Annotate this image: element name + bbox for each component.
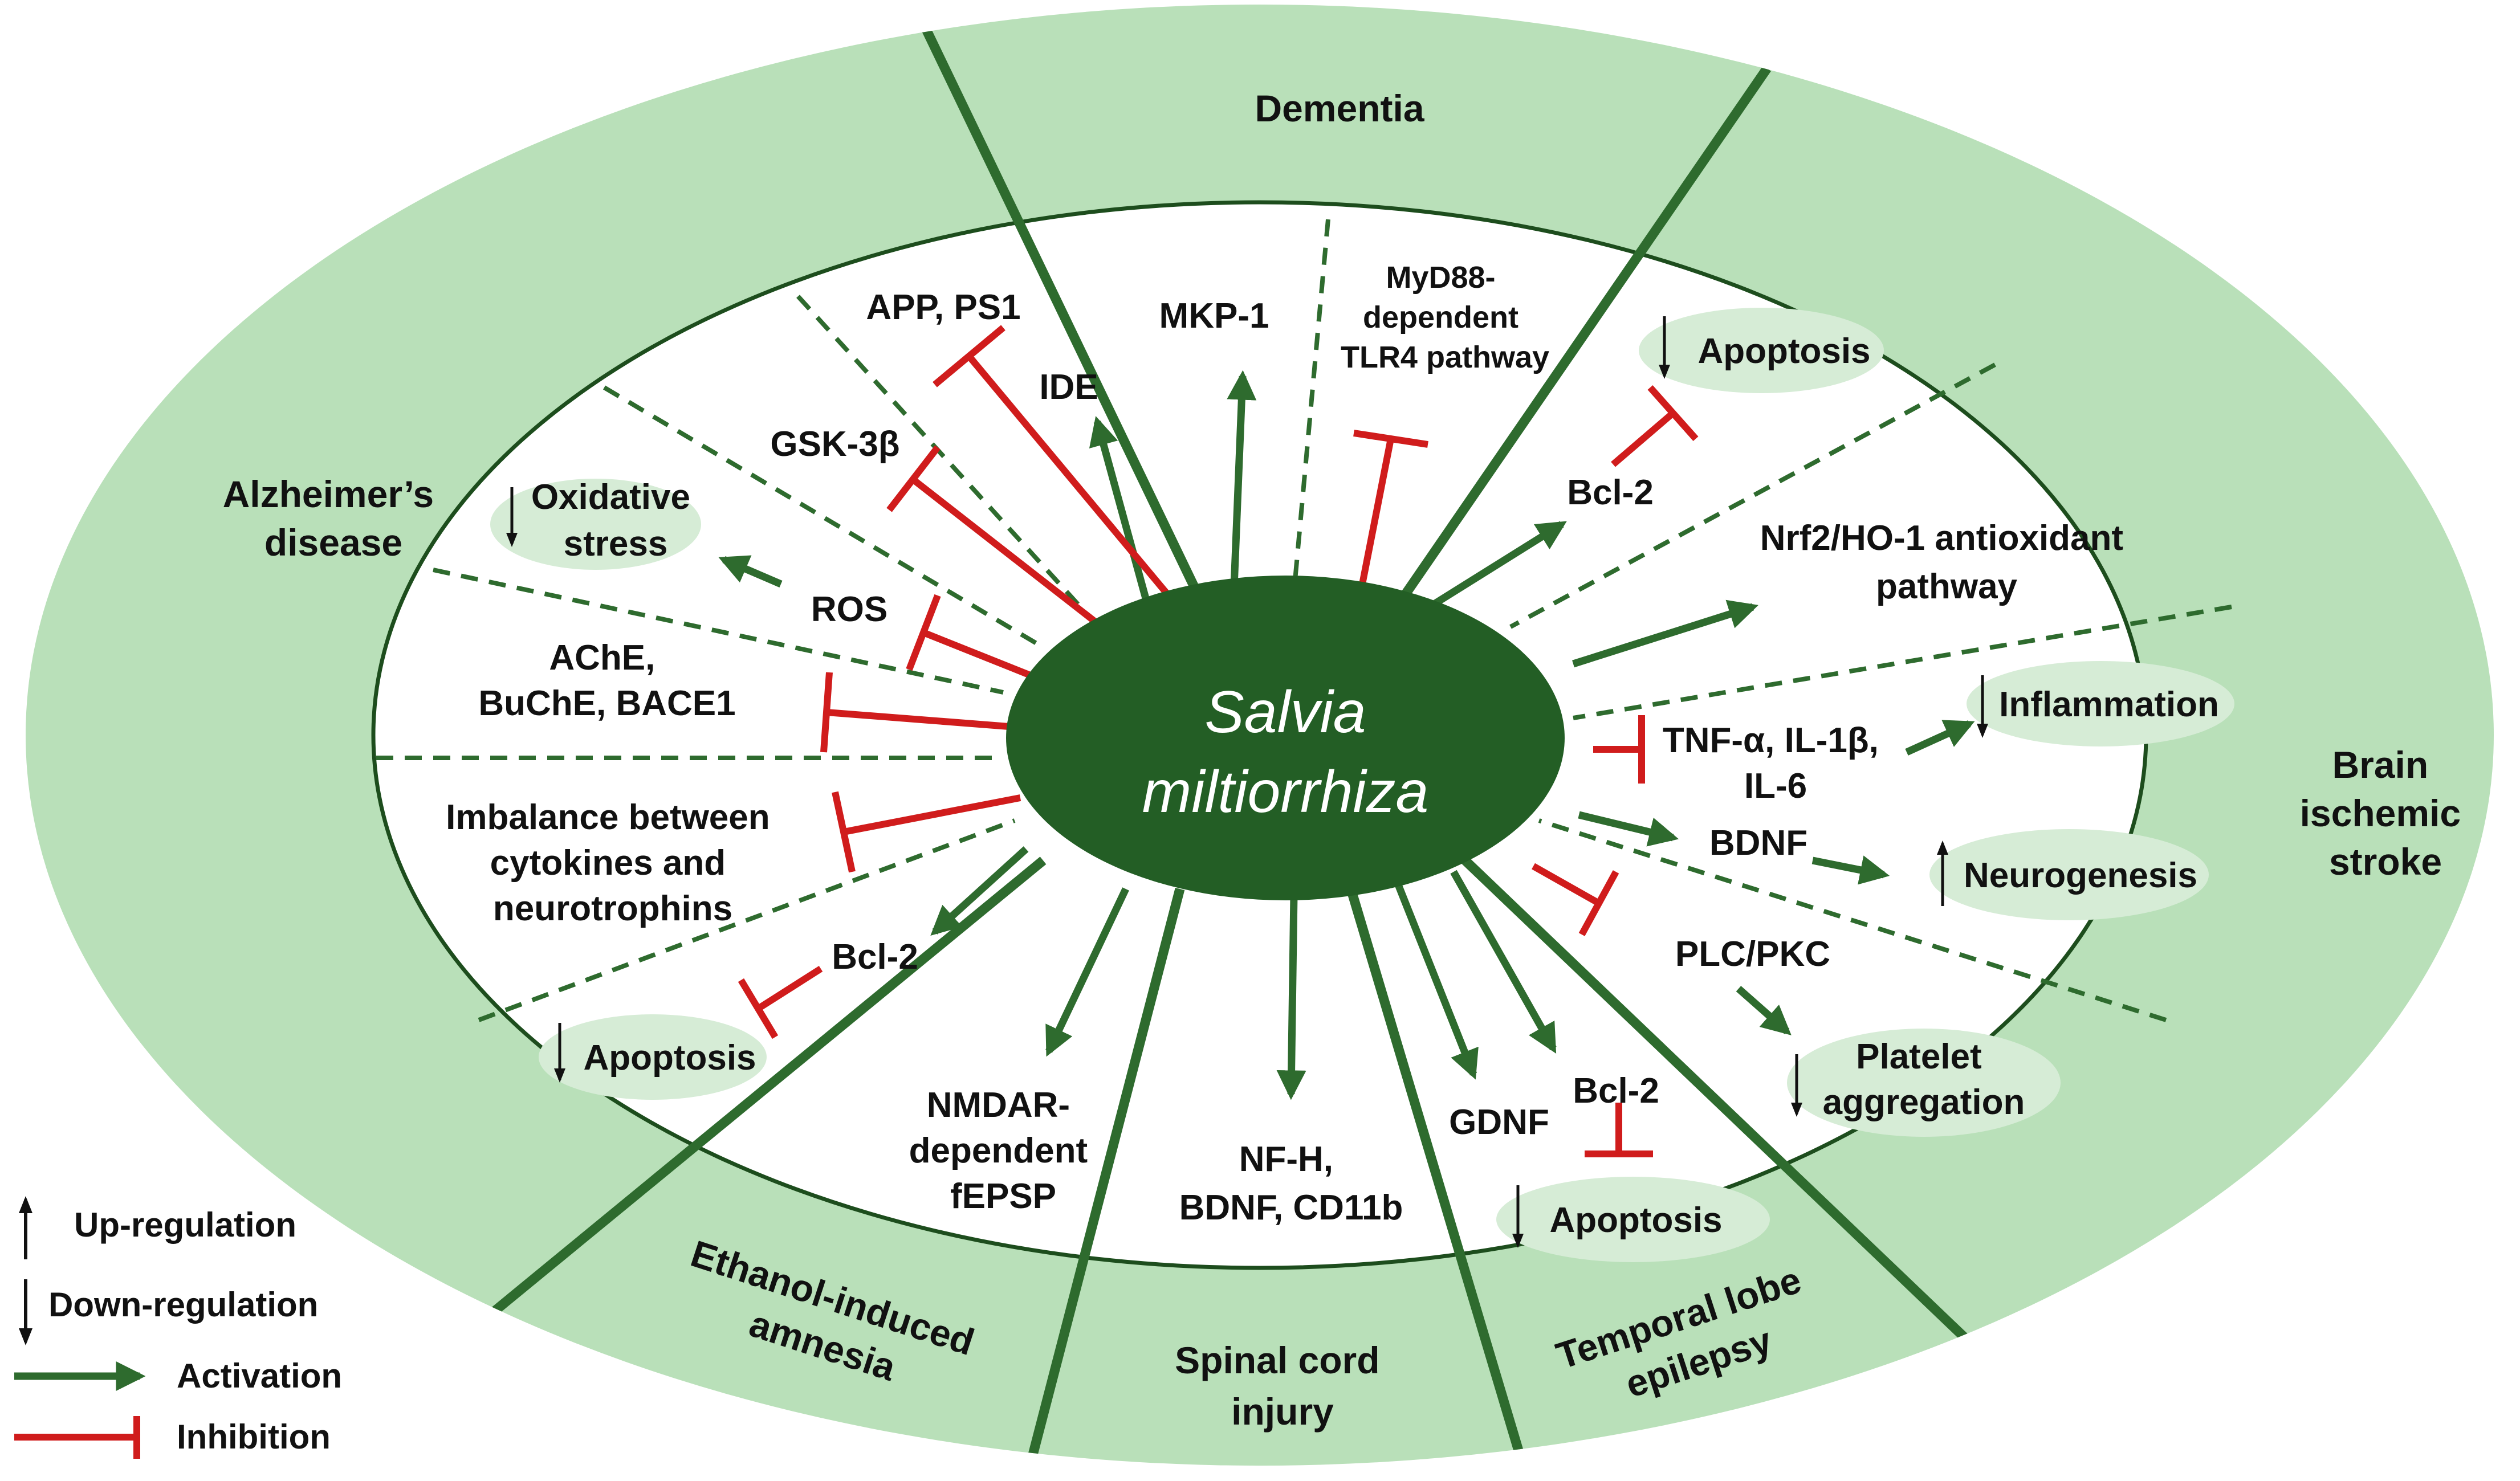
label-nmdar: NMDAR- dependent fEPSP	[909, 1086, 1098, 1216]
activation-arrows	[718, 370, 1975, 1100]
bubble-apoptosis-stroke	[1639, 308, 1884, 393]
label-tnf: TNF-α, IL-1β, IL-6	[1663, 721, 1888, 806]
label-plc: PLC/PKC	[1675, 935, 1830, 974]
label-ros: ROS	[811, 590, 888, 629]
bubble-inflammation	[1967, 661, 2234, 746]
legend: Up-regulation Down-regulation Activation…	[14, 1196, 342, 1459]
arrow-gdnf-1	[1393, 879, 1479, 1080]
disease-dementia: Dementia	[1255, 87, 1424, 129]
arrow-mkp1	[1227, 370, 1257, 587]
arrow-ide	[1089, 415, 1150, 599]
label-bcl2-ad: Bcl-2	[832, 937, 918, 977]
bubble-platelet	[1787, 1029, 2061, 1137]
legend-down-label: Down-regulation	[48, 1286, 318, 1324]
label-nfh: NF-H, BDNF, CD11b	[1179, 1140, 1403, 1227]
disease-spinal: Spinal cord injury	[1175, 1339, 1390, 1433]
center-oval	[1006, 576, 1565, 900]
outcome-oxidative: Oxidative stress	[531, 478, 700, 564]
bubble-neurogenesis	[1929, 829, 2209, 920]
arrow-bdnf	[1578, 811, 1679, 847]
disease-alzheimers: Alzheimer’s disease	[223, 473, 445, 564]
label-ache: AChE, BuChE, BACE1	[478, 638, 735, 723]
arrow-bcl2-ad	[930, 846, 1029, 936]
center-title-2: miltiorrhiza	[1142, 759, 1429, 825]
arrow-ros-oxidative	[718, 555, 783, 587]
sector-dividers	[464, 5, 1976, 1466]
label-imbalance: Imbalance between cytokines and neurotro…	[446, 798, 780, 928]
bubble-apoptosis-tle	[1496, 1177, 1770, 1262]
outcome-platelet: Platelet aggregation	[1823, 1037, 2025, 1122]
label-myd88: MyD88- dependent TLR4 pathway	[1341, 260, 1549, 374]
outcome-apoptosis-ad: Apoptosis	[583, 1038, 756, 1078]
arrow-plc-platelet	[1736, 986, 1792, 1035]
arrow-bdnf-neurogenesis	[1811, 855, 1890, 885]
arrow-gdnf-2	[1450, 870, 1557, 1054]
label-app-ps1: APP, PS1	[866, 288, 1020, 327]
regulation-arrows	[506, 316, 1988, 1248]
label-ide: IDE	[1039, 368, 1098, 407]
outcome-neurogenesis: Neurogenesis	[1964, 856, 2197, 895]
outcome-bubbles	[490, 308, 2234, 1262]
label-bdnf: BDNF	[1709, 823, 1807, 863]
label-mkp1: MKP-1	[1159, 296, 1269, 336]
outcome-apoptosis-tle: Apoptosis	[1549, 1201, 1722, 1240]
bubble-apoptosis-ad	[539, 1014, 767, 1100]
outcome-inflammation: Inflammation	[1999, 685, 2219, 724]
bubble-oxidative	[490, 479, 701, 570]
outcome-apoptosis-stroke: Apoptosis	[1697, 332, 1870, 371]
arrow-bcl2-stroke	[1423, 521, 1567, 613]
label-bcl2-tle: Bcl-2	[1573, 1071, 1659, 1111]
arrow-nfh	[1276, 894, 1306, 1100]
arrow-nrf2	[1572, 599, 1758, 668]
arrow-tnf-inflammation	[1905, 720, 1975, 756]
center-title-1: Salvia	[1204, 679, 1366, 745]
label-gdnf: GDNF	[1449, 1103, 1549, 1142]
legend-up-label: Up-regulation	[74, 1206, 296, 1244]
label-bcl2-stroke: Bcl-2	[1567, 473, 1654, 512]
legend-activation-label: Activation	[177, 1357, 342, 1395]
disease-stroke: Brain ischemic stroke	[2300, 744, 2472, 883]
label-gsk: GSK-3β	[770, 425, 899, 464]
label-nrf2: Nrf2/HO-1 antioxidant pathway	[1760, 519, 2134, 606]
dashed-dividers	[376, 219, 2232, 1022]
inhibition-lines	[738, 325, 1699, 1157]
legend-inhibition-label: Inhibition	[177, 1418, 331, 1456]
arrow-nmdar	[1045, 887, 1129, 1057]
